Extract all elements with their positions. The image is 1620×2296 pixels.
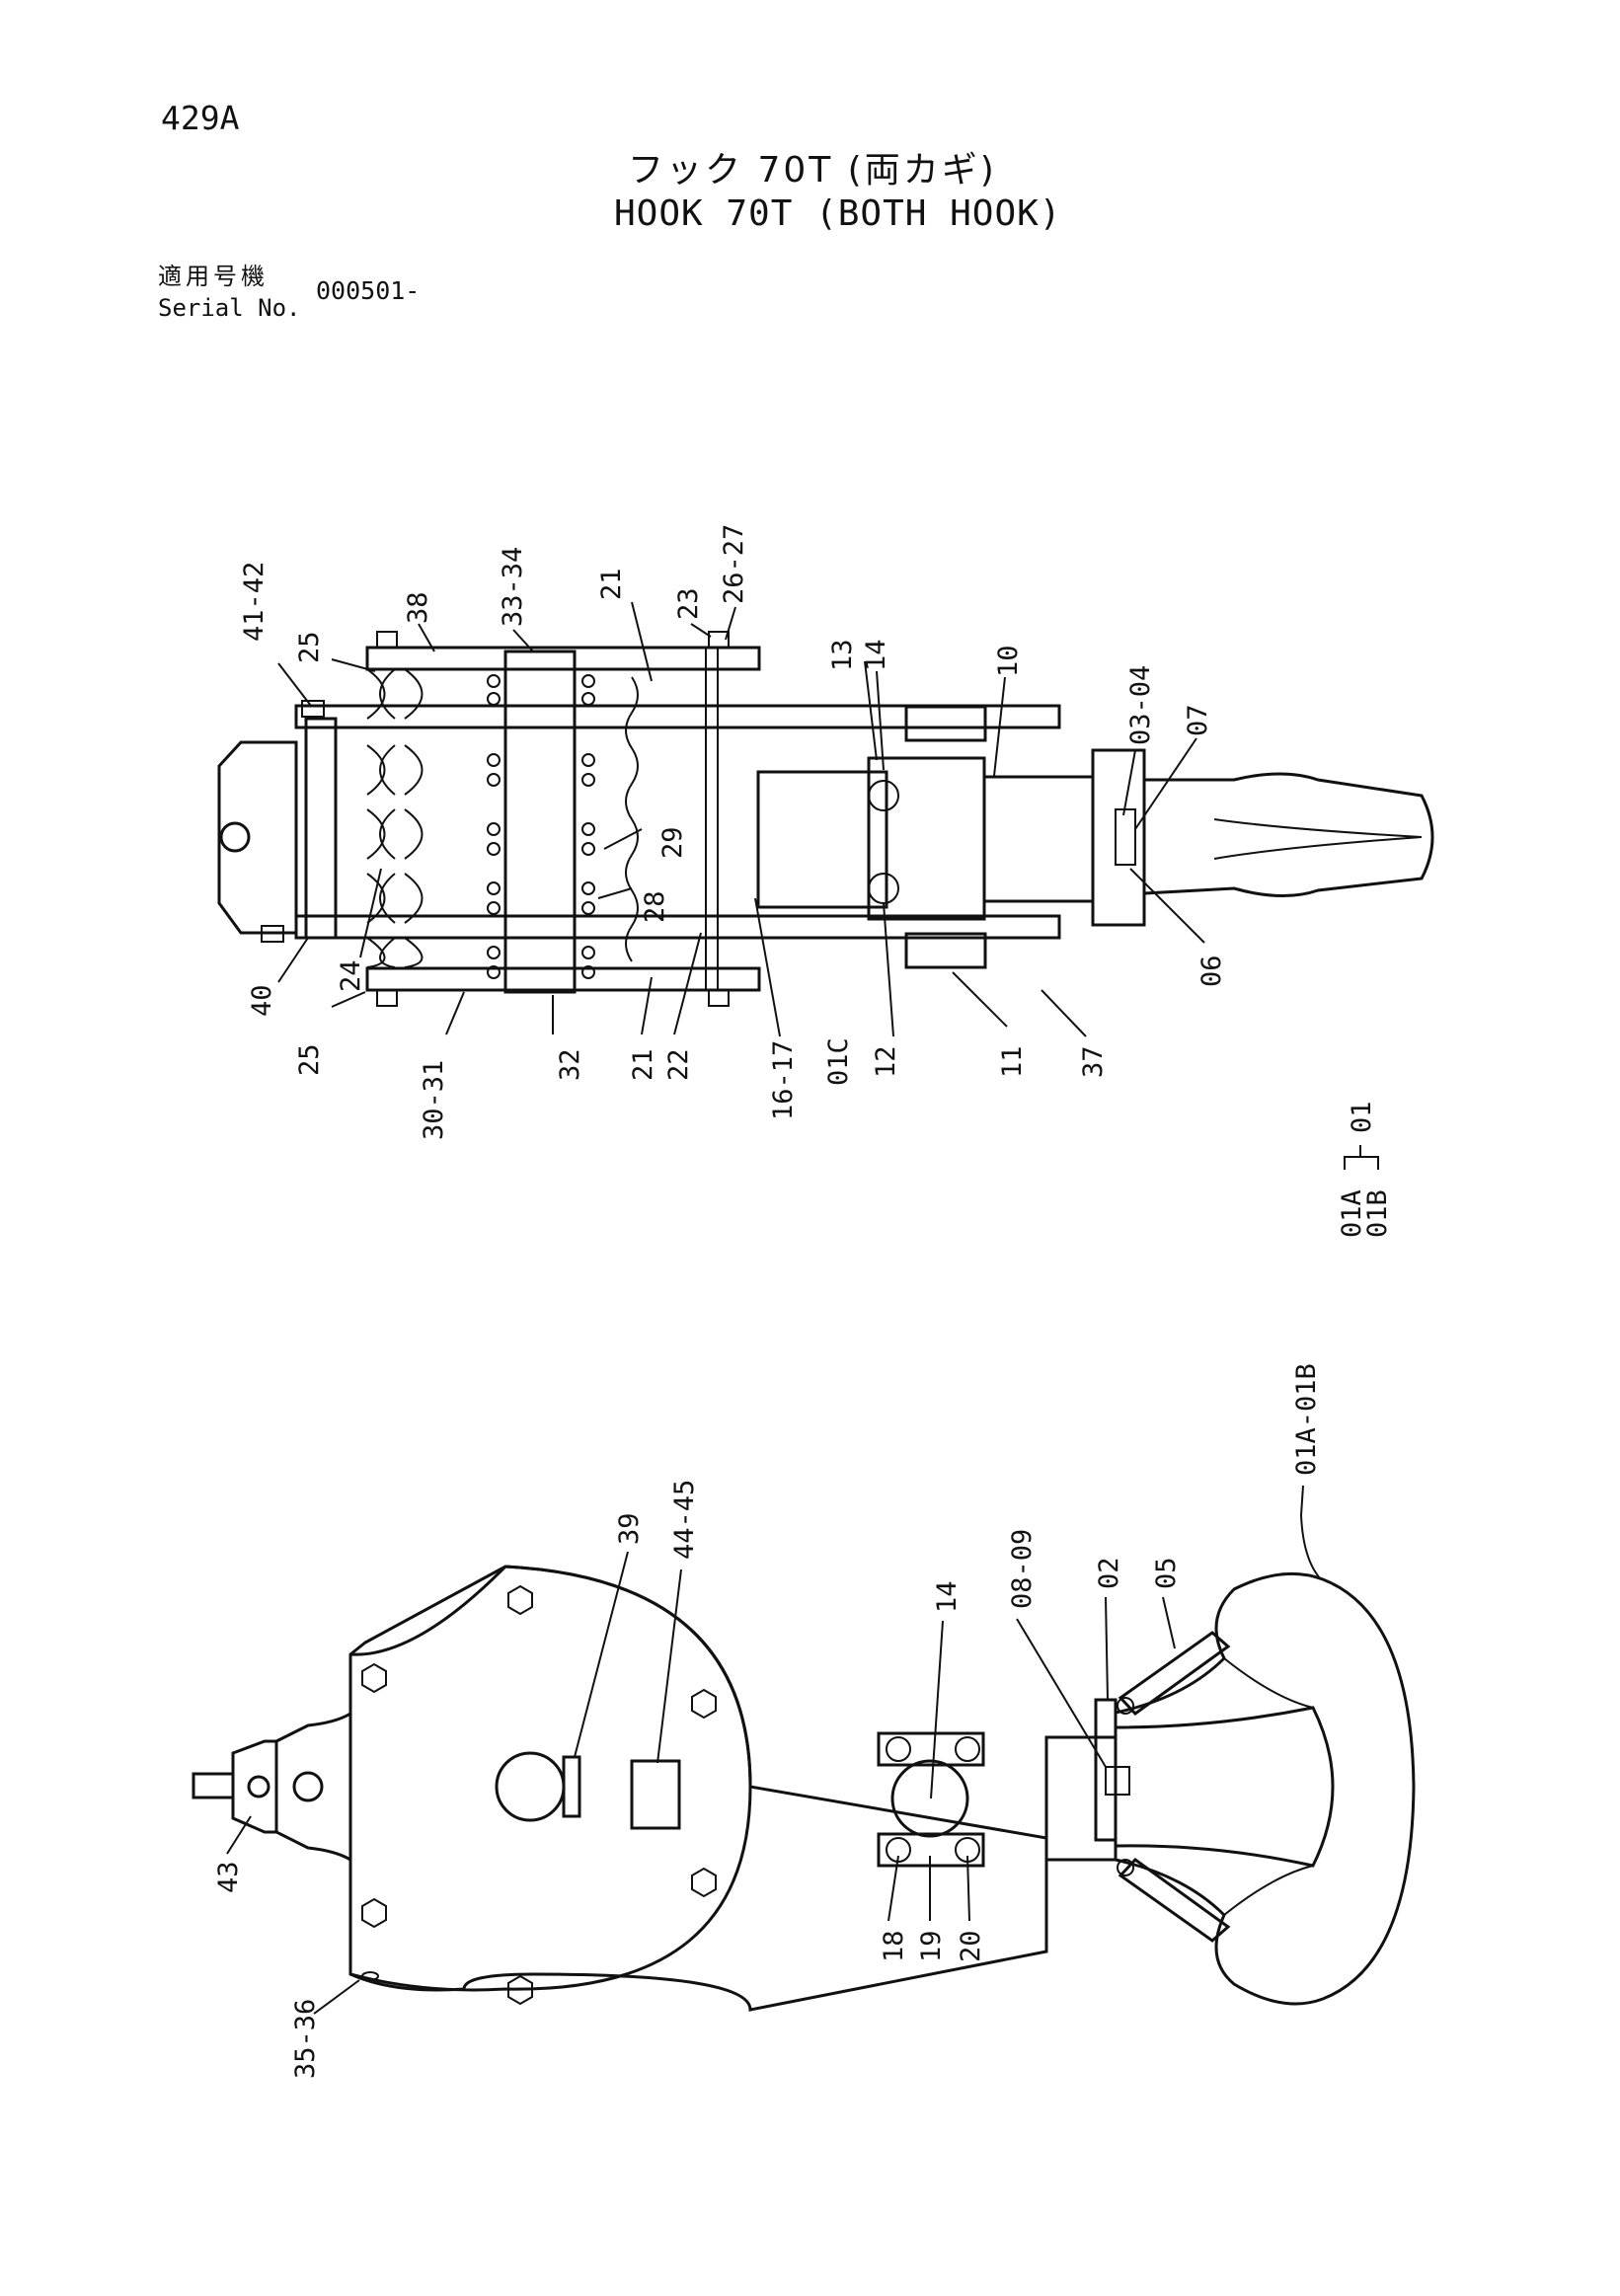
label-02: 02 — [1094, 1557, 1124, 1589]
label-33-34: 33-34 — [498, 547, 528, 627]
hook-tip-top — [1142, 772, 1434, 897]
label-43: 43 — [213, 1861, 244, 1893]
name-plate — [630, 1759, 681, 1830]
top-view-assembly: 41-42 25 38 33-34 21 23 26-27 13 14 10 0… — [217, 524, 1434, 1140]
tie-bolts — [261, 631, 730, 1007]
label-08-09: 08-09 — [1007, 1529, 1038, 1609]
page-code: 429A — [161, 99, 240, 137]
label-13: 13 — [827, 639, 858, 671]
serial-number-value: 000501- — [316, 276, 421, 305]
label-41-42: 41-42 — [239, 562, 270, 642]
sheave-pin — [503, 650, 577, 994]
inner-plate-upper — [294, 704, 1061, 729]
bearing-cap-upper — [877, 1731, 985, 1767]
plate-wave-edge — [625, 676, 639, 962]
swivel-stem — [192, 1772, 235, 1799]
leader-lines — [277, 601, 1205, 1037]
latch-plate — [1091, 748, 1146, 927]
legend-01B: 01B — [1362, 1189, 1393, 1238]
label-40: 40 — [247, 984, 277, 1017]
label-14-side: 14 — [932, 1580, 963, 1613]
label-16-17: 16-17 — [768, 1040, 799, 1120]
label-24: 24 — [336, 959, 366, 992]
latch-lower — [1118, 1858, 1231, 1943]
top-swivel-head — [217, 740, 298, 935]
label-01A-01B: 01A-01B — [1291, 1363, 1322, 1476]
label-23: 23 — [673, 587, 704, 620]
sheave-guard-outline — [349, 1565, 752, 1992]
side-plate-lower — [365, 966, 761, 992]
label-14-top: 14 — [861, 639, 891, 671]
label-21-lower: 21 — [628, 1048, 658, 1081]
label-39: 39 — [614, 1512, 645, 1545]
side-view-assembly: 01A-01B 39 44-45 14 08-09 02 05 43 35-36… — [192, 1363, 1416, 2079]
label-06: 06 — [1196, 955, 1227, 987]
label-25-lower: 25 — [294, 1043, 325, 1076]
crosshead-pin — [304, 717, 338, 940]
label-10: 10 — [993, 645, 1024, 677]
label-32: 32 — [555, 1048, 585, 1081]
latch-upper — [1118, 1631, 1231, 1716]
title-japanese: フック 70T (両カギ) — [628, 150, 997, 191]
top-view-part-labels: 41-42 25 38 33-34 21 23 26-27 13 14 10 0… — [239, 524, 1227, 1140]
label-25-upper: 25 — [294, 631, 325, 663]
label-07: 07 — [1183, 704, 1213, 736]
label-26-27: 26-27 — [719, 524, 749, 604]
label-28: 28 — [640, 890, 670, 923]
plate-hex-nuts — [361, 1584, 717, 2006]
serial-label-japanese: 適用号機 — [158, 263, 269, 290]
label-37: 37 — [1078, 1045, 1109, 1078]
double-hook — [1114, 1571, 1416, 2006]
label-29: 29 — [657, 826, 688, 859]
legend-01A: 01A — [1337, 1189, 1367, 1238]
legend-01: 01 — [1347, 1101, 1377, 1133]
side-plate-upper — [365, 646, 761, 671]
trunnion-cap-upper — [904, 705, 987, 742]
label-01C: 01C — [823, 1037, 854, 1086]
hook-shank — [982, 775, 1095, 903]
serial-label-english: Serial No. — [158, 294, 301, 322]
title-english: HOOK 70T (BOTH HOOK) — [614, 193, 1062, 234]
label-20: 20 — [956, 1930, 986, 1962]
center-pin-cap — [495, 1751, 566, 1822]
label-35-36: 35-36 — [290, 1999, 321, 2079]
label-11: 11 — [997, 1045, 1028, 1078]
label-19: 19 — [916, 1930, 947, 1962]
label-18: 18 — [879, 1930, 909, 1962]
label-22: 22 — [663, 1048, 694, 1081]
bracket-legend: 01A 01B 01 — [1337, 1101, 1393, 1238]
trunnion-block — [756, 770, 888, 909]
label-12: 12 — [871, 1045, 901, 1078]
trunnion-cap-lower — [904, 932, 987, 969]
sheave-stack — [366, 668, 424, 968]
label-21-upper: 21 — [596, 568, 627, 600]
legend-bracket — [1344, 1145, 1379, 1170]
lube-fitting — [562, 1755, 581, 1818]
label-38: 38 — [403, 591, 433, 624]
label-05: 05 — [1151, 1557, 1182, 1589]
sheave-bearings — [487, 674, 595, 979]
trunnion-center — [890, 1759, 969, 1838]
label-30-31: 30-31 — [419, 1060, 449, 1140]
label-03-04: 03-04 — [1125, 665, 1156, 745]
side-leader-lines — [226, 1485, 1322, 2015]
side-view-part-labels: 01A-01B 39 44-45 14 08-09 02 05 43 35-36… — [213, 1363, 1322, 2079]
label-44-45: 44-45 — [669, 1480, 700, 1560]
latch-bracket — [1094, 1698, 1118, 1842]
grease-nipple — [361, 1971, 379, 1981]
